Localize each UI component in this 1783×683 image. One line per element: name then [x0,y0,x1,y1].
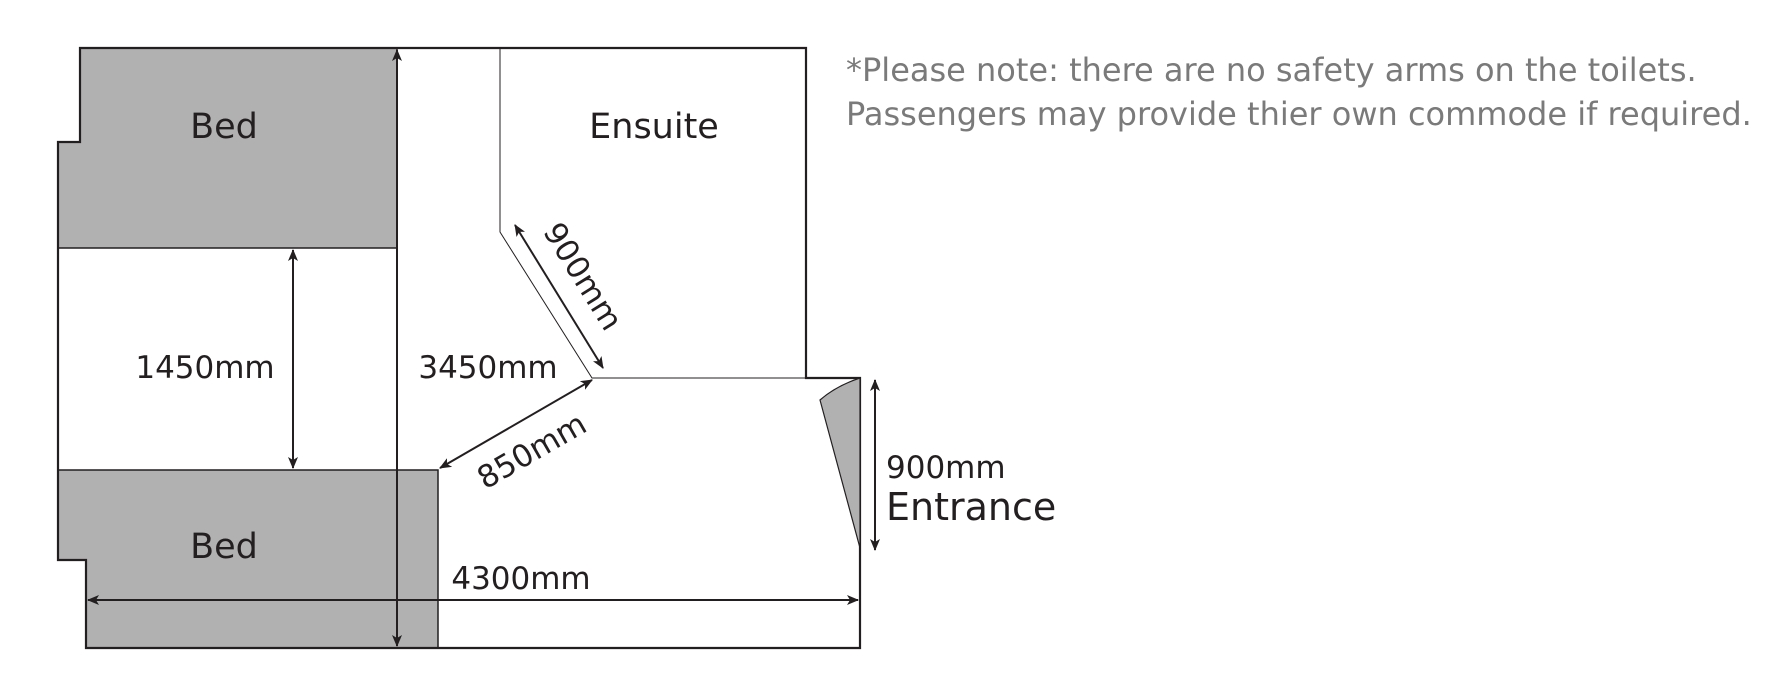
length-dimension-label: 3450mm [418,350,557,386]
bed-bottom-label: Bed [190,527,258,567]
ensuite-door-dimension-arrow [514,224,604,369]
ensuite-door-dimension-label: 900mm [536,216,630,336]
accessibility-note: *Please note: there are no safety arms o… [846,48,1766,136]
entrance-label: Entrance [886,485,1056,529]
ensuite-label: Ensuite [589,107,719,147]
bed-top-shape [57,47,398,249]
ensuite-wall [499,48,806,379]
overall-width-dimension-label: 4300mm [451,561,590,597]
aisle-dimension-label: 1450mm [135,350,274,386]
note-line-2: Passengers may provide thier own commode… [846,95,1752,133]
note-line-1: *Please note: there are no safety arms o… [846,51,1697,89]
bed-top-label: Bed [190,107,258,147]
entrance-dimension-label: 900mm [886,450,1006,486]
diagonal-dimension-label: 850mm [471,406,593,497]
entrance-door [819,377,861,549]
outer-wall [56,46,862,650]
diagonal-dimension-arrow [439,379,593,469]
